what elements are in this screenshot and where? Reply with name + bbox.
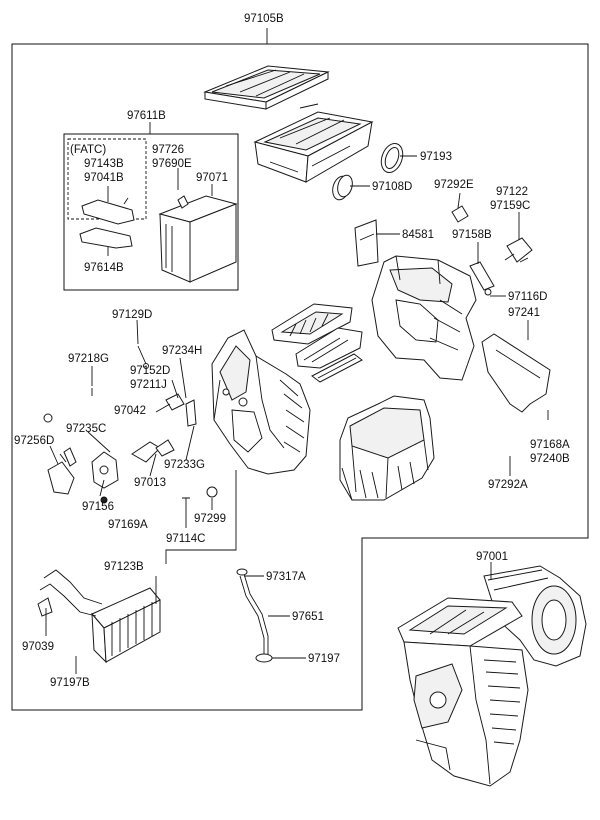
label-97168A: 97168A — [530, 439, 570, 451]
label-fatc: (FATC) — [70, 144, 106, 156]
label-97013: 97013 — [134, 477, 166, 489]
clip-part — [451, 205, 469, 223]
pin-part — [137, 345, 149, 369]
door-assembly-part — [271, 303, 363, 383]
label-97234H: 97234H — [162, 345, 202, 357]
label-84581: 84581 — [402, 229, 434, 241]
label-97105B: 97105B — [244, 13, 284, 25]
connector-part — [469, 261, 495, 296]
label-97039: 97039 — [22, 641, 54, 653]
label-97233G: 97233G — [164, 459, 205, 471]
motor-actuator-part — [91, 451, 119, 489]
assembly-frame — [11, 43, 589, 711]
label-97241: 97241 — [508, 307, 540, 319]
label-97116D: 97116D — [508, 291, 547, 303]
label-97211J: 97211J — [130, 379, 167, 391]
label-97256D: 97256D — [14, 435, 54, 447]
label-97292A: 97292A — [488, 479, 528, 491]
drain-hose-part — [236, 568, 273, 663]
lower-case-tray-part — [339, 395, 435, 501]
intake-frame-part — [253, 103, 374, 183]
heater-case-left-part — [211, 329, 311, 475]
label-97292E: 97292E — [434, 179, 474, 191]
label-97159C: 97159C — [490, 200, 530, 212]
label-97152D: 97152D — [130, 365, 170, 377]
upper-case-right-part — [371, 255, 477, 381]
label-97235C: 97235C — [66, 423, 106, 435]
label-97726: 97726 — [152, 144, 184, 156]
screw-97169A — [100, 496, 108, 504]
label-97071: 97071 — [196, 172, 228, 184]
insulation-pad-part — [354, 219, 379, 267]
lever-part — [131, 439, 175, 463]
small-lever-part — [165, 393, 197, 427]
label-97690E: 97690E — [152, 158, 192, 170]
grommet-97299 — [206, 486, 218, 498]
control-bracket-part — [81, 197, 135, 225]
label-97108D: 97108D — [372, 181, 412, 193]
label-97614B: 97614B — [84, 262, 124, 274]
label-97143B: 97143B — [84, 158, 124, 170]
label-97114C: 97114C — [166, 533, 205, 545]
complete-assembly-part — [397, 565, 587, 787]
clip-97235C — [43, 413, 53, 423]
filter-cover-part — [203, 65, 330, 110]
label-97193: 97193 — [420, 151, 452, 163]
leader-lines — [45, 155, 549, 674]
screw-97114C — [182, 497, 190, 512]
sensor-part — [504, 237, 533, 263]
label-97041B: 97041B — [84, 172, 124, 184]
label-97240B: 97240B — [530, 453, 570, 465]
heater-core-part — [37, 569, 161, 664]
label-97129D: 97129D — [112, 309, 152, 321]
control-bracket-lower-part — [79, 227, 133, 249]
label-97122: 97122 — [496, 186, 528, 198]
duct-ring-part — [332, 174, 353, 201]
label-97299: 97299 — [194, 513, 226, 525]
label-97197B: 97197B — [50, 677, 90, 689]
label-97218G: 97218G — [68, 353, 109, 365]
label-97651: 97651 — [292, 611, 324, 623]
label-97317A: 97317A — [266, 571, 306, 583]
label-97042: 97042 — [114, 405, 146, 417]
label-97611B: 97611B — [127, 110, 166, 122]
label-97001: 97001 — [476, 551, 508, 563]
control-unit-box — [63, 133, 239, 291]
label-97158B: 97158B — [452, 229, 492, 241]
label-97197: 97197 — [308, 653, 340, 665]
seal-strip-part — [481, 333, 551, 413]
seal-ring-part — [380, 142, 404, 174]
label-97169A: 97169A — [108, 519, 148, 531]
label-97156: 97156 — [82, 501, 114, 513]
actuator-part — [47, 447, 77, 495]
label-97123B: 97123B — [104, 561, 144, 573]
control-module-part — [158, 195, 238, 283]
